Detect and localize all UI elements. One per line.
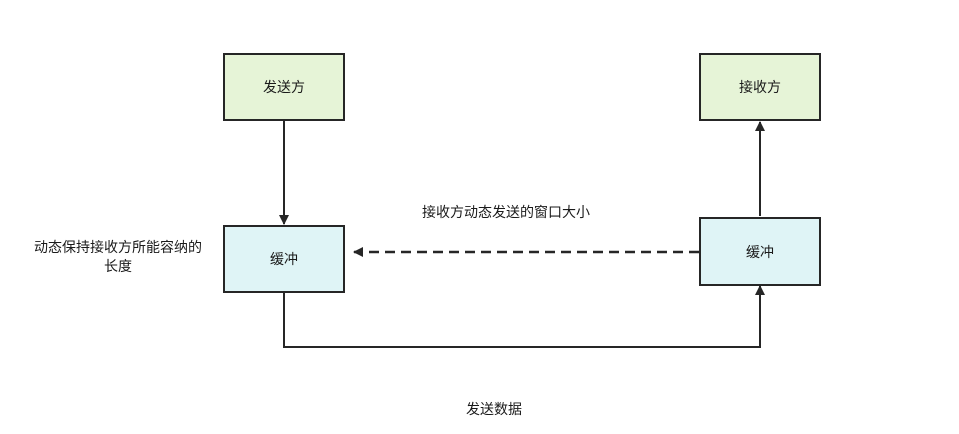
sender-node: 发送方 <box>223 53 345 121</box>
sender-buffer-node: 缓冲 <box>223 225 345 293</box>
receiver-label: 接收方 <box>739 80 781 96</box>
window-feedback-label: 接收方动态发送的窗口大小 <box>422 205 590 221</box>
buffer-note-line2: 长度 <box>104 259 132 275</box>
buffer-note-line1: 动态保持接收方所能容纳的 <box>34 240 202 256</box>
buffer-note: 动态保持接收方所能容纳的 长度 <box>18 239 218 277</box>
sender-buffer-label: 缓冲 <box>270 252 298 268</box>
send-data-label: 发送数据 <box>466 402 522 418</box>
sender-label: 发送方 <box>263 80 305 96</box>
receiver-buffer-label: 缓冲 <box>746 244 774 261</box>
send-data-path-arrow <box>283 285 765 348</box>
receiver-node: 接收方 <box>699 53 821 121</box>
receiver-buffer-node: 缓冲 <box>699 217 821 286</box>
